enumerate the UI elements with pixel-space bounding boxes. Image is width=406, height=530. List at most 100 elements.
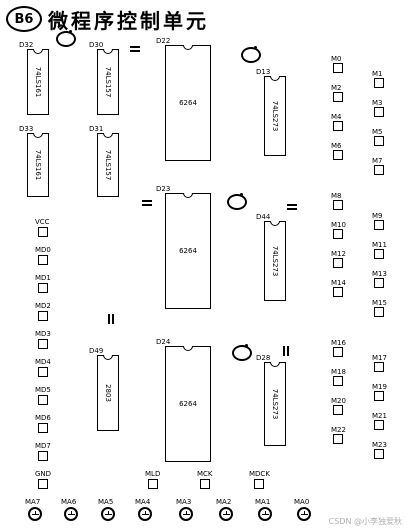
chip-d13: 74LS273 [264, 76, 286, 156]
led-icon-ma5 [101, 507, 115, 521]
point-label-m7: M7 [372, 157, 383, 165]
point-label-m6: M6 [331, 142, 342, 150]
chip-d24: 6264 [165, 346, 211, 462]
point-label-vcc: VCC [35, 218, 50, 226]
chip-d28: 74LS273 [264, 362, 286, 446]
led-icon-ma3 [179, 507, 193, 521]
test-point-md6[interactable] [38, 423, 48, 433]
point-label-md3: MD3 [35, 330, 51, 338]
test-point-m7[interactable] [374, 165, 384, 175]
led-label-ma0: MA0 [294, 498, 310, 506]
point-label-m8: M8 [331, 192, 342, 200]
point-label-gnd: GND [35, 470, 52, 478]
point-label-m15: M15 [372, 299, 387, 307]
chip-d32: 74LS161 [27, 49, 49, 115]
test-point-m8[interactable] [333, 200, 343, 210]
test-point-m13[interactable] [374, 278, 384, 288]
point-label-m1: M1 [372, 70, 383, 78]
led-label-ma4: MA4 [135, 498, 151, 506]
test-point-m21[interactable] [374, 420, 384, 430]
chip-d30: 74LS157 [97, 49, 119, 115]
led-icon-ma0 [297, 507, 311, 521]
chip-ref-d30: D30 [89, 41, 104, 49]
chip-part-d28: 74LS273 [271, 388, 279, 420]
led-label-ma7: MA7 [25, 498, 41, 506]
test-point-m1[interactable] [374, 78, 384, 88]
test-point-m18[interactable] [333, 376, 343, 386]
capacitor-symbol [130, 42, 140, 56]
point-label-m18: M18 [331, 368, 346, 376]
test-point-m12[interactable] [333, 258, 343, 268]
test-point-m23[interactable] [374, 449, 384, 459]
test-point-md1[interactable] [38, 283, 48, 293]
test-point-mck[interactable] [200, 479, 210, 489]
test-point-m3[interactable] [374, 107, 384, 117]
point-label-md0: MD0 [35, 246, 51, 254]
test-point-md3[interactable] [38, 339, 48, 349]
led-icon-ma7 [28, 507, 42, 521]
test-point-md5[interactable] [38, 395, 48, 405]
point-label-m16: M16 [331, 339, 346, 347]
point-label-md1: MD1 [35, 274, 51, 282]
capacitor-symbol [279, 346, 293, 356]
test-point-m22[interactable] [333, 434, 343, 444]
led-icon-ma6 [64, 507, 78, 521]
point-label-mck: MCK [197, 470, 213, 478]
capacitor-symbol [142, 196, 152, 210]
chip-part-d33: 74LS161 [34, 149, 42, 181]
chip-ref-d31: D31 [89, 125, 104, 133]
test-point-md2[interactable] [38, 311, 48, 321]
chip-d49: 2803 [97, 355, 119, 431]
unit-tag: B6 [6, 6, 42, 32]
test-point-md4[interactable] [38, 367, 48, 377]
led-label-ma6: MA6 [61, 498, 77, 506]
led-icon-ma1 [258, 507, 272, 521]
test-point-gnd[interactable] [38, 479, 48, 489]
crystal-component [232, 344, 252, 361]
point-label-m12: M12 [331, 250, 346, 258]
point-label-m13: M13 [372, 270, 387, 278]
chip-part-d13: 74LS273 [271, 100, 279, 132]
test-point-m19[interactable] [374, 391, 384, 401]
point-label-mdck: MDCK [249, 470, 270, 478]
test-point-m0[interactable] [333, 63, 343, 73]
chip-ref-d13: D13 [256, 68, 271, 76]
test-point-m11[interactable] [374, 249, 384, 259]
point-label-m9: M9 [372, 212, 383, 220]
test-point-m2[interactable] [333, 92, 343, 102]
chip-part-d23: 6264 [179, 247, 197, 255]
point-label-md4: MD4 [35, 358, 51, 366]
test-point-m6[interactable] [333, 150, 343, 160]
chip-ref-d24: D24 [156, 338, 171, 346]
crystal-component [56, 30, 76, 47]
point-label-m11: M11 [372, 241, 387, 249]
point-label-md6: MD6 [35, 414, 51, 422]
test-point-vcc[interactable] [38, 227, 48, 237]
test-point-m5[interactable] [374, 136, 384, 146]
test-point-m20[interactable] [333, 405, 343, 415]
test-point-m14[interactable] [333, 287, 343, 297]
chip-ref-d28: D28 [256, 354, 271, 362]
capacitor-symbol [287, 200, 297, 214]
chip-ref-d23: D23 [156, 185, 171, 193]
test-point-m9[interactable] [374, 220, 384, 230]
unit-title-text: 微程序控制单元 [48, 8, 209, 33]
point-label-m23: M23 [372, 441, 387, 449]
point-label-m21: M21 [372, 412, 387, 420]
test-point-md0[interactable] [38, 255, 48, 265]
point-label-m10: M10 [331, 221, 346, 229]
test-point-m16[interactable] [333, 347, 343, 357]
chip-ref-d22: D22 [156, 37, 171, 45]
point-label-m3: M3 [372, 99, 383, 107]
test-point-m15[interactable] [374, 307, 384, 317]
test-point-mld[interactable] [148, 479, 158, 489]
led-icon-ma4 [138, 507, 152, 521]
test-point-mdck[interactable] [254, 479, 264, 489]
led-icon-ma2 [219, 507, 233, 521]
test-point-md7[interactable] [38, 451, 48, 461]
chip-d44: 74LS273 [264, 221, 286, 301]
test-point-m4[interactable] [333, 121, 343, 131]
point-label-m5: M5 [372, 128, 383, 136]
test-point-m10[interactable] [333, 229, 343, 239]
test-point-m17[interactable] [374, 362, 384, 372]
